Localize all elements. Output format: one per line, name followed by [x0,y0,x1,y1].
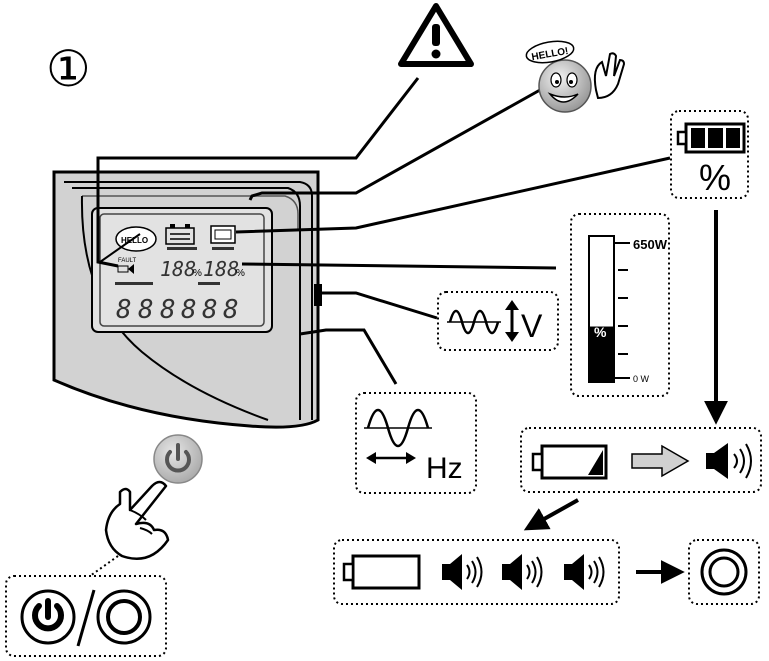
off-callout [688,539,760,605]
lcd-hello-text: HELLO [121,236,148,245]
lcd-fault-speaker-icon [117,264,134,274]
load-gauge-min-label: 0 W [633,374,650,384]
power-icon [20,589,76,645]
lcd-digit: 8 [181,295,197,325]
load-gauge-max-label: 650W [633,237,668,252]
lcd-digit: 8 [223,295,239,325]
off-circle-icon [96,589,152,645]
battery-low-icon [531,444,608,480]
battery-empty-icon [342,554,421,590]
arrow-down-left [523,498,579,531]
voltage-unit: V [521,308,543,344]
power-icon [165,450,191,473]
step-number: ① [46,41,91,97]
lcd-percent-unit-1: % [193,268,202,279]
lcd-battery-icon [165,224,197,250]
lcd-bottom-digits: 8 8 8 8 8 8 [116,295,239,325]
frequency-unit: Hz [426,452,463,485]
sine-wave-icon [366,408,430,448]
lcd-screen: HELLO FAULT 188 % 188 % 8 8 8 8 [91,207,273,333]
lcd-load-icon [210,225,236,250]
load-gauge-fill [589,326,614,382]
voltage-callout: V [437,291,559,351]
load-gauge-callout: % 650W 0 W [570,213,670,397]
lcd-fault-label: FAULT [118,258,137,264]
low-battery-alarm-callout [520,427,762,493]
lcd-percent-reading-1: 188 [160,257,196,281]
up-down-arrow-icon [505,300,519,342]
frequency-callout: Hz [355,392,477,494]
slash-divider [76,589,96,647]
lcd-digit: 8 [202,295,218,325]
horizontal-double-arrow-icon [366,452,416,464]
lcd-percent-unit-2: % [236,268,245,279]
leader-lines [96,77,671,385]
battery-full-icon [676,122,746,154]
speaker-icon [706,443,752,479]
lcd-digit: 8 [116,295,132,325]
battery-percent-unit: % [699,157,731,198]
empty-battery-alarm-callout [333,539,620,605]
speaker-icon [564,554,605,590]
lcd-digit: 8 [160,295,176,325]
battery-percent-callout: % [670,110,749,199]
power-button[interactable] [153,434,203,484]
load-gauge-unit: % [594,324,607,340]
speaker-icon [502,554,543,590]
power-off-callout [5,575,167,657]
load-gauge-ticks [614,242,630,379]
hello-face-icon: HELLO! [525,40,626,113]
lcd-percent-reading-2: 188 [203,257,239,281]
dotted-leader [89,555,119,577]
shaded-arrow-icon [631,444,690,478]
pointing-hand-icon [104,480,170,560]
lcd-digit: 8 [138,295,154,325]
warning-triangle-icon [398,3,474,67]
speaker-icon [442,554,483,590]
